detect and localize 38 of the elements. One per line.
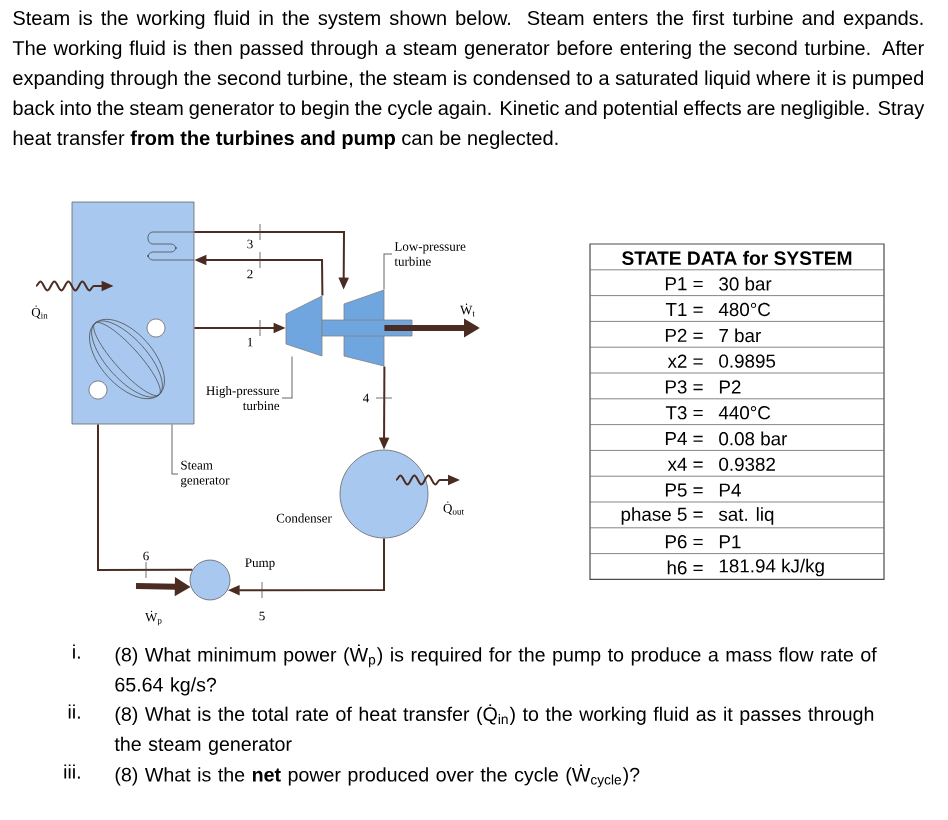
- table-cell: P2 =: [665, 328, 703, 342]
- table-cell: P4 =: [665, 432, 703, 445]
- table-cell: x4 =: [667, 457, 703, 471]
- table-header: STATE DATA for SYSTEM: [622, 250, 852, 265]
- list-number: iii.: [64, 764, 80, 779]
- leader-line: [171, 423, 179, 475]
- table-cell: 0.9382: [719, 457, 775, 471]
- table-cell: P4: [719, 483, 741, 497]
- table-cell: x2 =: [667, 354, 703, 368]
- table-cell: P5 =: [665, 483, 703, 497]
- high-pressure-turbine: [285, 295, 323, 357]
- table-cell: 7 bar: [719, 328, 761, 343]
- leader-line: [281, 355, 293, 399]
- steam-generator-box: [71, 201, 195, 425]
- pump: [189, 559, 231, 601]
- condenser: [339, 449, 429, 539]
- table-cell: h6 =: [667, 560, 703, 575]
- table-cell: P1: [719, 535, 741, 549]
- table-cell: 0.9895: [719, 354, 776, 368]
- table-cell: 30 bar: [719, 276, 772, 291]
- table-cell: T1 =: [665, 303, 703, 316]
- table-cell: 181.94 kJ/kg: [719, 558, 824, 577]
- list-number: i.: [73, 644, 80, 659]
- table-cell: T3 =: [665, 406, 703, 420]
- leader-line: [383, 253, 393, 291]
- table-cell: sat. liq: [718, 507, 774, 525]
- table-cell: P1 =: [665, 277, 703, 291]
- table-cell: P6 =: [665, 535, 703, 549]
- table-cell: P2: [719, 380, 741, 394]
- paragraph: Steam is the working fluid in the system shown below. Steam enters the first turbine and expands. The working fluid is then passed through a steam generator before entering the second turbine. After expanding through the second turbine, the steam is condensed to a saturated liquid where it is pumped back into the steam generator to begin the cycle again. Kinetic and potential effects are negligible. Stray heat transfer from the turbines and pump can be neglected.: [12, 10, 925, 150]
- table-cell: 440°C: [718, 406, 771, 420]
- question: (8) What minimum power (Ẇ$_{p}$) is required for the pump to produce a mass flow rate of 65.64 kg/s?: [115, 644, 877, 696]
- table-cell: phase 5 =: [621, 507, 703, 525]
- table-cell: 0.08 bar: [719, 431, 788, 446]
- table-cell: 480°C: [718, 302, 771, 317]
- table-cell: P3 =: [665, 380, 703, 394]
- question: (8) What is the net power produced over the cycle (Ẇ$_{cycle}$)?: [115, 764, 640, 788]
- list-number: ii.: [68, 704, 80, 719]
